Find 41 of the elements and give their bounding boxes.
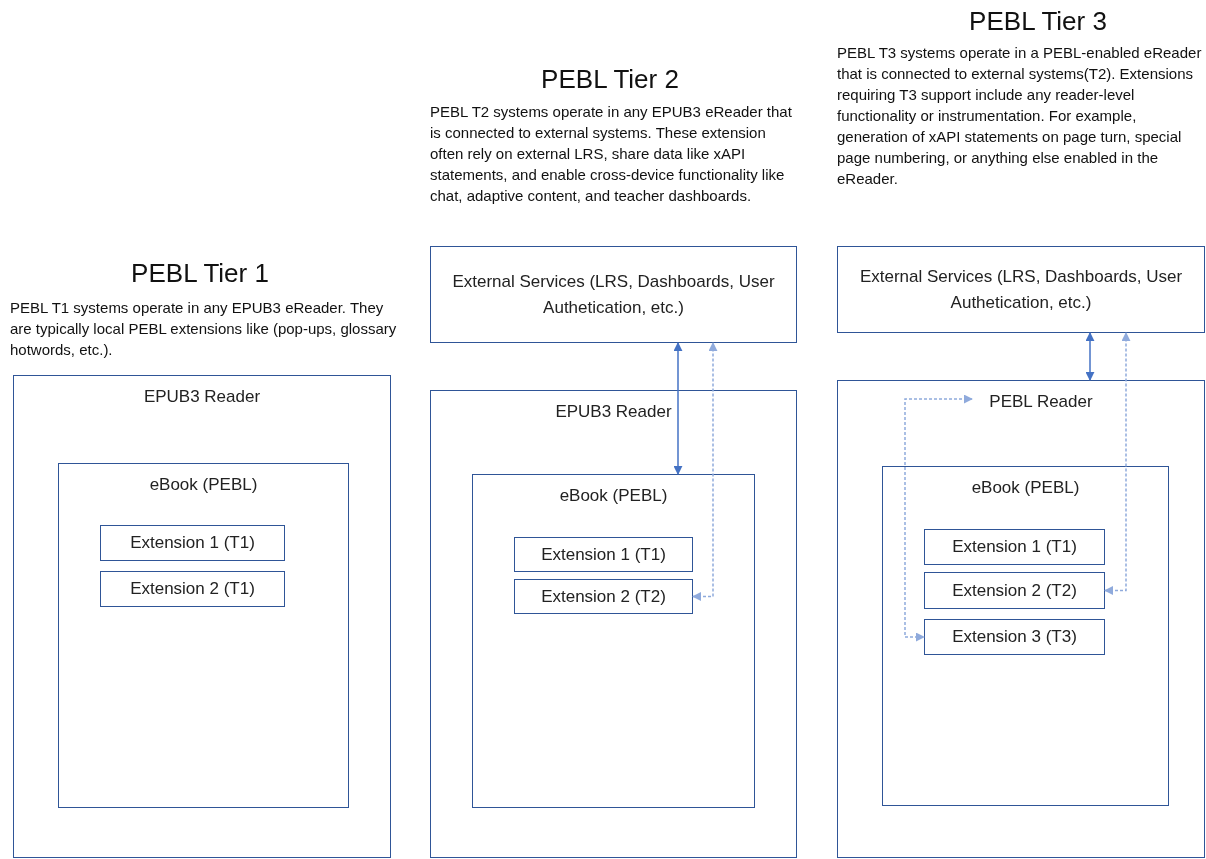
box-label: Extension 1 (T1)	[951, 536, 1078, 558]
component-box	[924, 572, 1105, 609]
tier-description: PEBL T1 systems operate in any EPUB3 eReader. They are typically local PEBL extensions like (pop-ups, glossary hotwords, etc.).	[10, 298, 398, 360]
connector-arrow	[673, 342, 683, 475]
connector-arrow	[904, 394, 973, 642]
connector-arrow	[692, 342, 718, 601]
component-box	[924, 529, 1105, 565]
container-box	[58, 463, 349, 808]
connector-arrow	[1104, 332, 1131, 595]
component-box	[837, 246, 1205, 333]
component-box	[924, 619, 1105, 655]
container-box	[472, 474, 755, 808]
box-label: EPUB3 Reader	[142, 386, 262, 408]
container-box	[837, 380, 1205, 858]
tier-heading: PEBL Tier 3	[968, 5, 1108, 38]
box-label: External Services (LRS, Dashboards, User Authetication, etc.)	[451, 270, 776, 319]
box-label: eBook (PEBL)	[970, 477, 1081, 499]
box-label: PEBL Reader	[988, 391, 1094, 413]
component-box	[100, 571, 285, 607]
box-label: Extension 1 (T1)	[129, 532, 256, 554]
connector-arrow	[1085, 332, 1095, 381]
tier-heading: PEBL Tier 1	[130, 257, 270, 290]
box-label: eBook (PEBL)	[148, 474, 259, 496]
component-box	[430, 246, 797, 343]
box-label: EPUB3 Reader	[554, 401, 673, 423]
tier-heading: PEBL Tier 2	[540, 63, 680, 96]
container-box	[13, 375, 391, 858]
component-box	[100, 525, 285, 561]
box-label: Extension 3 (T3)	[951, 626, 1078, 648]
component-box	[514, 537, 693, 572]
component-box	[514, 579, 693, 614]
container-box	[430, 390, 797, 858]
box-label: Extension 1 (T1)	[540, 543, 667, 566]
tier-description: PEBL T2 systems operate in any EPUB3 eReader that is connected to external systems. These extension often rely on external LRS, share data like xAPI statements, and enable cross-device functionality like chat, adaptive content, and teacher dashboards.	[430, 102, 793, 206]
box-label: Extension 2 (T2)	[951, 579, 1078, 602]
container-box	[882, 466, 1169, 806]
box-label: Extension 2 (T1)	[129, 578, 256, 600]
tier-description: PEBL T3 systems operate in a PEBL-enabled eReader that is connected to external systems(T2). Extensions requiring T3 support include any reader-level functionality or instrumentation. For example, generation of xAPI statements on page turn, special page numbering, or anything else enabled in the eReader.	[837, 43, 1203, 189]
box-label: eBook (PEBL)	[558, 485, 669, 507]
box-label: External Services (LRS, Dashboards, User Authetication, etc.)	[858, 265, 1184, 314]
box-label: Extension 2 (T2)	[540, 585, 667, 608]
